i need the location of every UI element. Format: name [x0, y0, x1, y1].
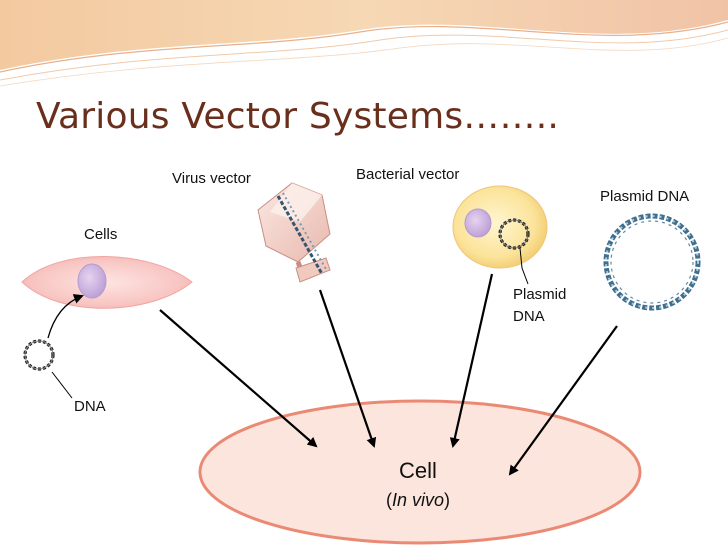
header-wave-decoration	[0, 0, 728, 87]
label-plasmid-dna-top: Plasmid DNA	[600, 188, 690, 205]
paren-close: )	[444, 490, 451, 510]
arrow-virus-to-target	[318, 289, 377, 448]
virus-vector-icon	[257, 182, 331, 283]
bacterial-plasmid-leader	[519, 247, 529, 285]
bacterial-vector-icon	[452, 185, 548, 269]
dna-label-leader	[51, 371, 73, 399]
cells-shape	[21, 256, 193, 309]
plasmid-dna-ring-icon	[603, 213, 701, 311]
label-bacterial-vector: Bacterial vector	[356, 166, 460, 183]
label-target-cell: Cell	[368, 458, 468, 484]
cells-nucleus	[77, 263, 107, 299]
target-cell	[198, 399, 642, 545]
dna-uptake-arrow	[47, 294, 84, 339]
dna-small-plasmid-icon	[23, 339, 55, 371]
label-plasmid-bacterial-line2: DNA	[513, 308, 545, 325]
label-target-cell-in-vivo: (In vivo)	[360, 490, 476, 511]
label-virus-vector: Virus vector	[172, 170, 251, 187]
arrow-cells-to-target	[159, 309, 318, 448]
label-in-vivo: In vivo	[391, 490, 445, 510]
arrow-plasmid-to-target	[508, 325, 618, 476]
paren-open: (	[385, 490, 392, 510]
label-cell-line1: Cell	[399, 458, 437, 483]
arrow-bacterial-to-target	[449, 273, 494, 448]
label-cells: Cells	[84, 226, 118, 243]
label-plasmid-bacterial-line1: Plasmid	[513, 286, 567, 303]
slide-title: Various Vector Systems……..	[36, 96, 559, 137]
label-dna: DNA	[74, 398, 106, 415]
